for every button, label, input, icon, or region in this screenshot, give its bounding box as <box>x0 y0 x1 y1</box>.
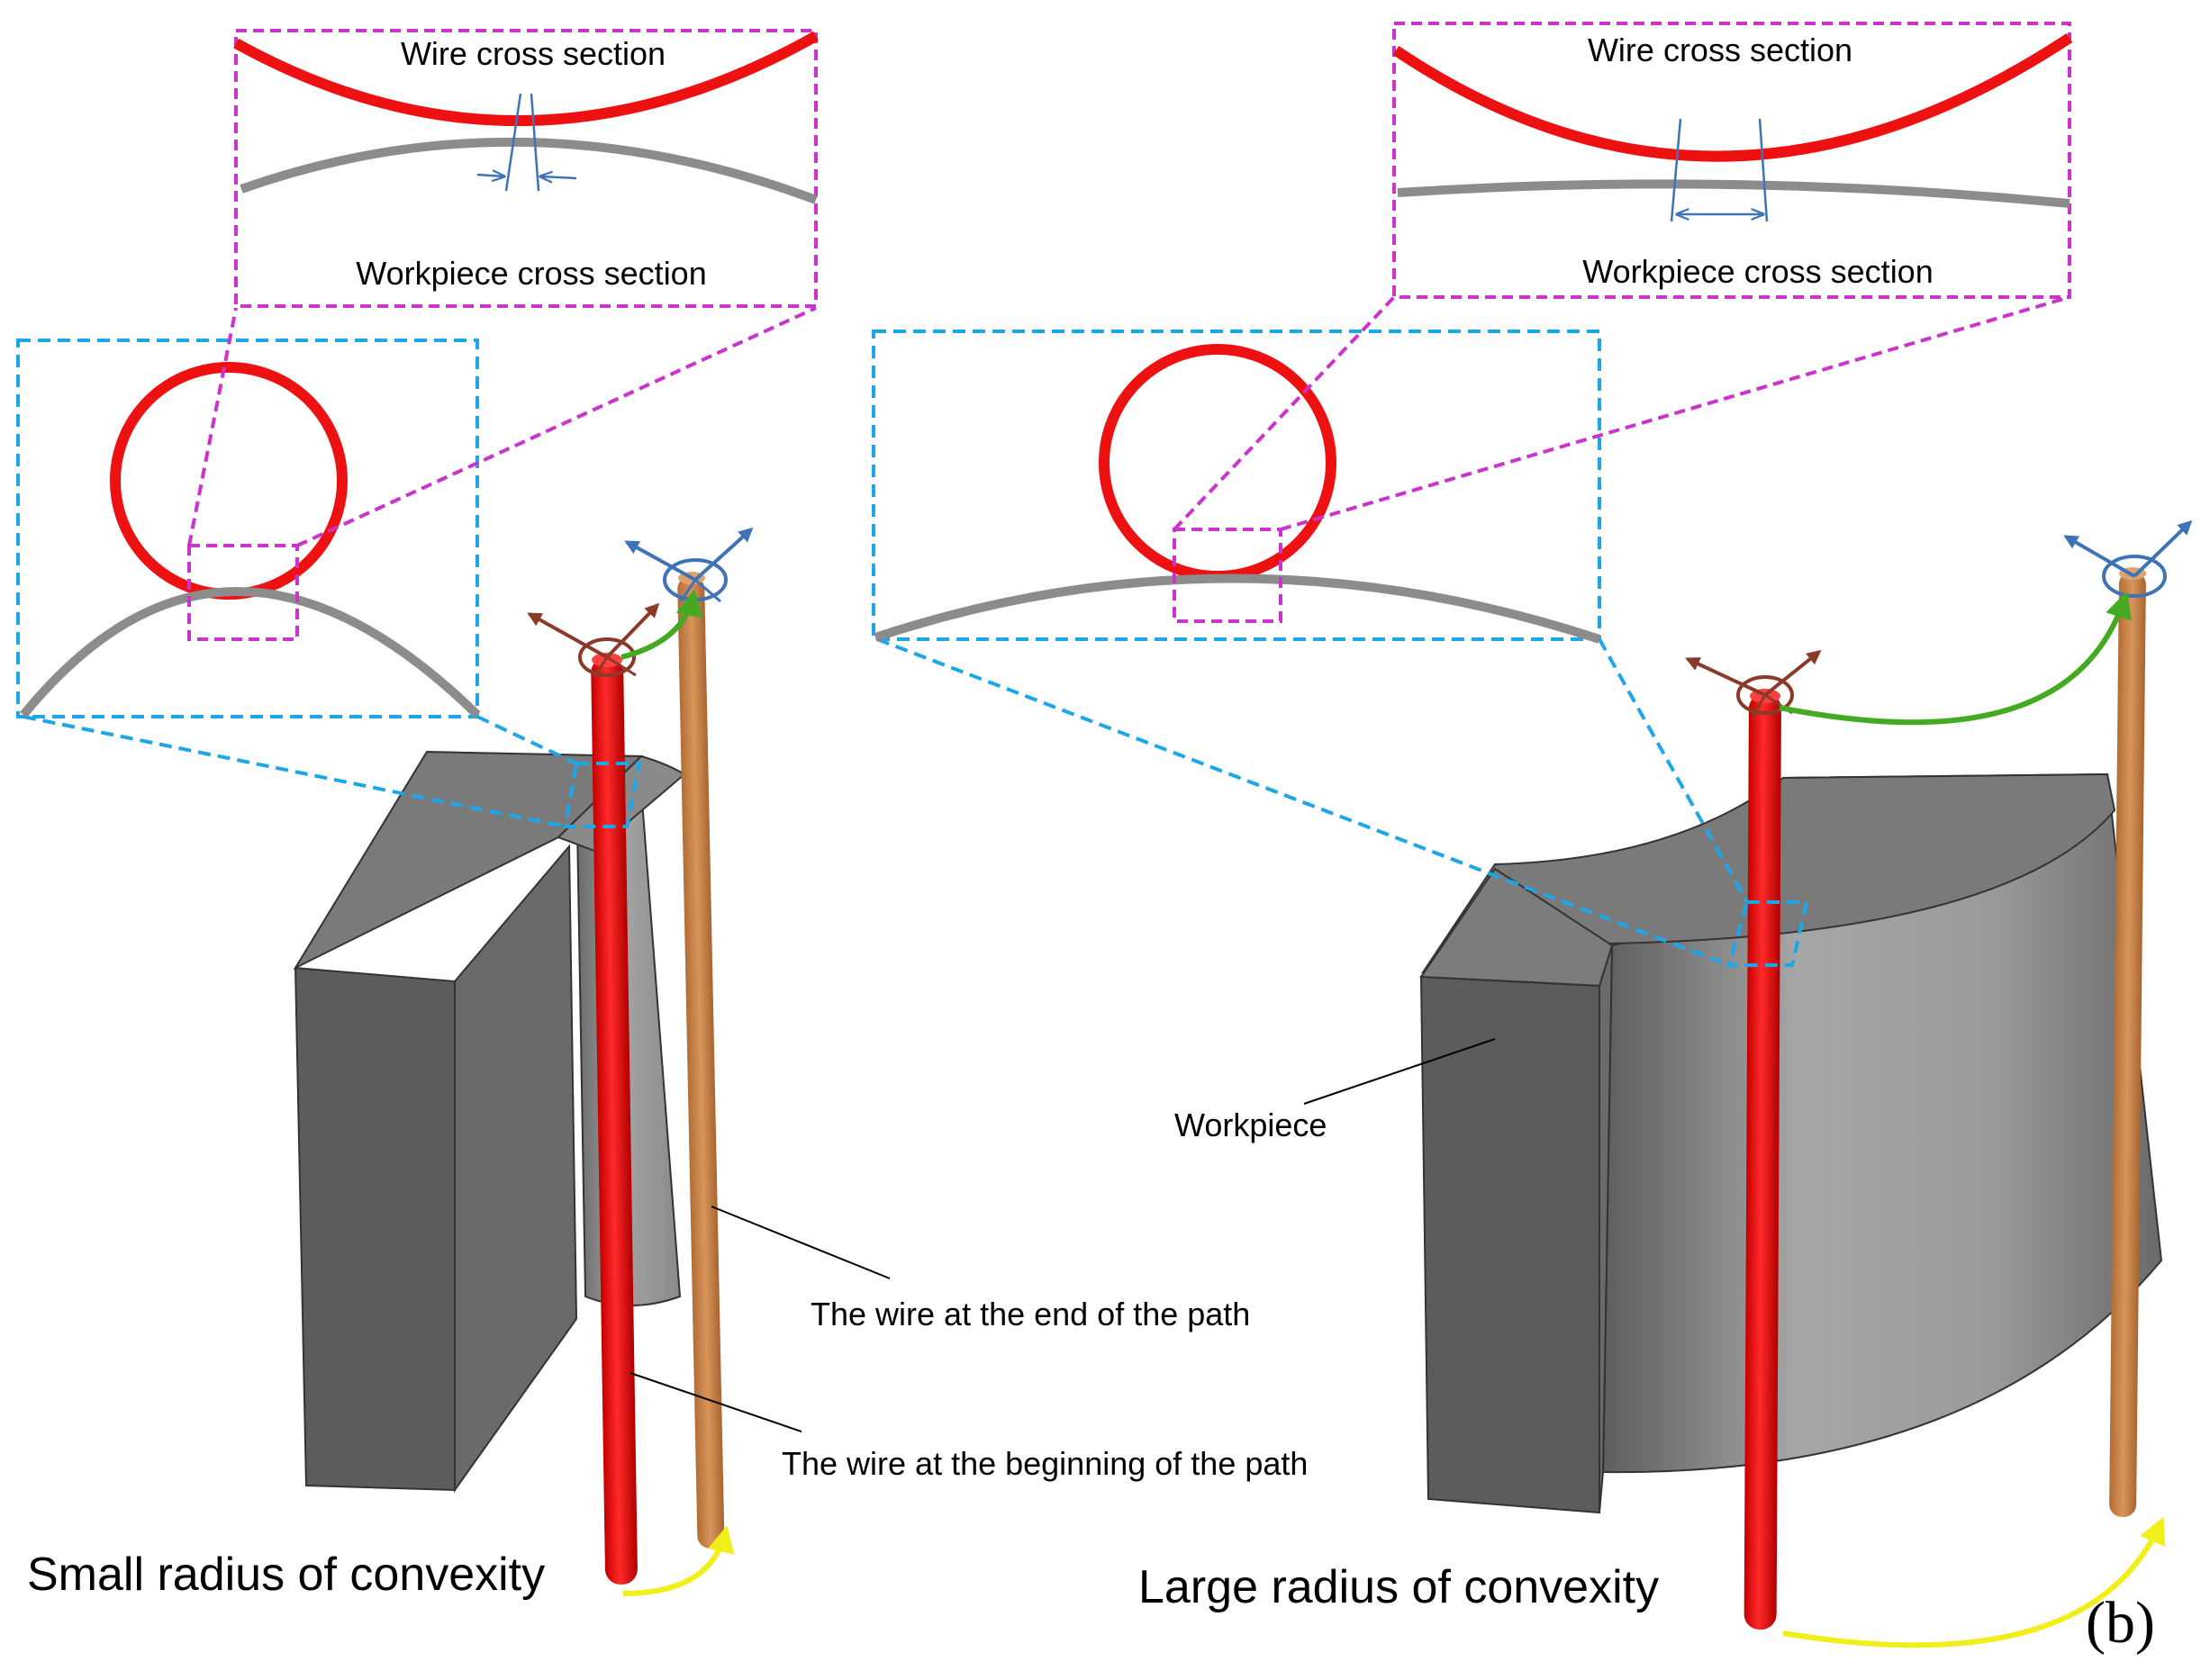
left-cyan-guide-2 <box>476 715 577 765</box>
right-yellow-motion-arrow <box>1782 1516 2165 1648</box>
left-magenta-guide-2 <box>296 306 817 547</box>
left-begin-leader <box>630 1372 802 1432</box>
left-wire-end <box>677 575 725 1549</box>
left-blue-axis-icon <box>624 527 754 603</box>
right-magenta-inset-box <box>1392 22 2071 299</box>
right-inset-workpiece-arc <box>874 574 1601 644</box>
right-magenta-guide-2 <box>1280 295 2070 531</box>
left-magenta-box-small <box>187 544 299 641</box>
right-inset-wire-circle <box>1099 344 1336 582</box>
left-end-leader <box>711 1206 891 1279</box>
left-panel: Wire cross section Workpiece cross secti… <box>16 29 1308 1601</box>
workpiece-label: Workpiece <box>1174 1106 1327 1143</box>
right-caption: Large radius of convexity <box>1138 1561 1659 1613</box>
wire-begin-label: The wire at the beginning of the path <box>782 1445 1308 1482</box>
left-zoom-box-small <box>563 762 642 828</box>
right-gap-dimension <box>1670 118 1769 222</box>
left-red-axis-icon <box>527 602 660 678</box>
right-cyan-guide <box>876 637 1730 967</box>
left-magenta-guide <box>187 307 238 546</box>
left-inset-workpiece-arc <box>20 587 481 718</box>
right-cyan-guide-2 <box>1598 638 1749 903</box>
left-cyan-inset-box <box>16 339 479 718</box>
right-wire-start <box>1744 692 1781 1630</box>
left-green-path-arrow <box>620 589 703 660</box>
right-wire-cross-section-label: Wire cross section <box>1588 32 1852 68</box>
right-blue-axis-icon <box>2063 519 2193 598</box>
left-inset-wire-circle <box>110 362 348 600</box>
right-green-path-arrow <box>1779 591 2132 726</box>
right-wire-end <box>2109 571 2146 1517</box>
workpiece-leader <box>1303 1038 1496 1105</box>
left-gap-dimension <box>476 93 577 192</box>
left-yellow-motion-arrow <box>622 1525 735 1596</box>
right-panel: Wire cross section Workpiece cross secti… <box>872 22 2193 1656</box>
left-cyan-guide <box>23 715 566 828</box>
right-red-axis-icon <box>1685 650 1822 718</box>
right-workpiece-cross-section-label: Workpiece cross section <box>1582 253 1933 290</box>
right-cyan-inset-box <box>872 330 1601 641</box>
right-top-inset-workpiece-curve <box>1397 179 2070 208</box>
right-top-inset-wire-curve <box>1392 32 2073 162</box>
wire-end-label: The wire at the end of the path <box>811 1296 1250 1332</box>
right-magenta-box-small <box>1173 528 1282 623</box>
right-zoom-box-small <box>1726 900 1809 967</box>
left-caption: Small radius of convexity <box>27 1549 545 1601</box>
panel-tag: (b) <box>2086 1590 2155 1656</box>
left-wire-start <box>591 656 638 1585</box>
left-workpiece-cross-section-label: Workpiece cross section <box>356 255 706 292</box>
right-magenta-guide <box>1173 295 1396 531</box>
right-workpiece <box>1419 772 2163 1514</box>
left-wire-cross-section-label: Wire cross section <box>401 35 666 72</box>
left-top-inset-workpiece-curve <box>240 137 818 204</box>
left-top-inset-wire-curve <box>233 31 819 127</box>
